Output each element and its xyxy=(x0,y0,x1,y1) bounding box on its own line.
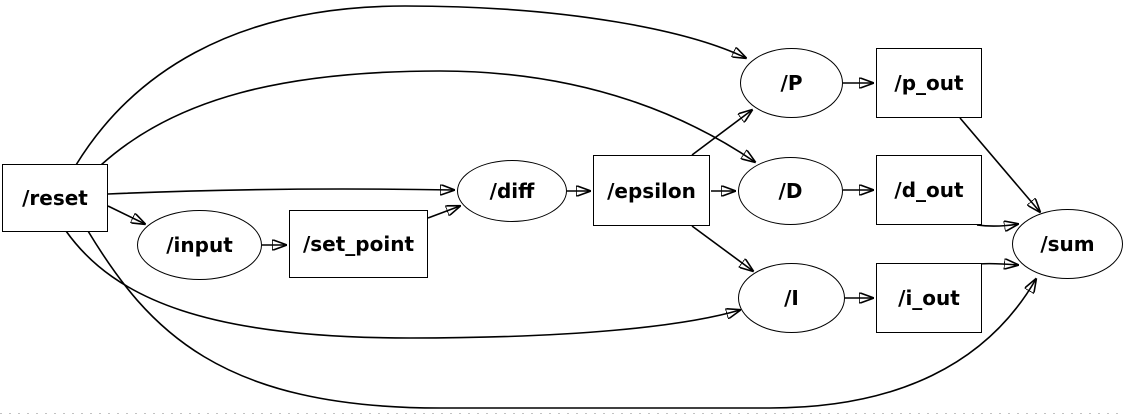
node-label: /D xyxy=(778,179,803,203)
node-label: /reset xyxy=(22,186,88,210)
node-label: /set_point xyxy=(302,232,415,256)
edge-reset-to-P xyxy=(75,5,746,166)
edge-reset-to-D xyxy=(100,70,755,166)
node-label: /I xyxy=(784,286,799,310)
edge-reset-to-diff xyxy=(107,189,454,194)
node-label: /d_out xyxy=(894,178,964,202)
node-I: /I xyxy=(738,263,845,333)
node-input: /input xyxy=(137,210,262,280)
node-D: /D xyxy=(738,157,843,225)
node-label: /P xyxy=(780,71,803,95)
node-p-out: /p_out xyxy=(876,48,982,118)
edge-epsilon-to-P xyxy=(691,110,752,156)
node-label: /sum xyxy=(1040,232,1095,256)
node-d-out: /d_out xyxy=(876,155,982,225)
node-epsilon: /epsilon xyxy=(593,155,710,226)
node-label: /diff xyxy=(489,179,535,203)
node-sum: /sum xyxy=(1012,209,1123,279)
edge-p_out-to-sum xyxy=(959,117,1040,212)
node-P: /P xyxy=(740,48,843,118)
node-i-out: /i_out xyxy=(876,263,982,333)
node-set-point: /set_point xyxy=(289,210,428,278)
edge-set_point-to-diff xyxy=(427,206,460,219)
node-label: /epsilon xyxy=(607,178,696,203)
node-reset: /reset xyxy=(2,164,108,232)
edge-i_out-to-sum xyxy=(977,264,1018,265)
edge-reset-to-input xyxy=(107,205,145,224)
edge-reset-to-sum xyxy=(87,230,1036,409)
node-label: /input xyxy=(166,233,233,257)
node-label: /p_out xyxy=(894,71,964,95)
node-diff: /diff xyxy=(457,160,567,222)
node-label: /i_out xyxy=(898,286,960,310)
edge-d_out-to-sum xyxy=(976,224,1018,226)
edge-epsilon-to-I xyxy=(691,225,753,271)
